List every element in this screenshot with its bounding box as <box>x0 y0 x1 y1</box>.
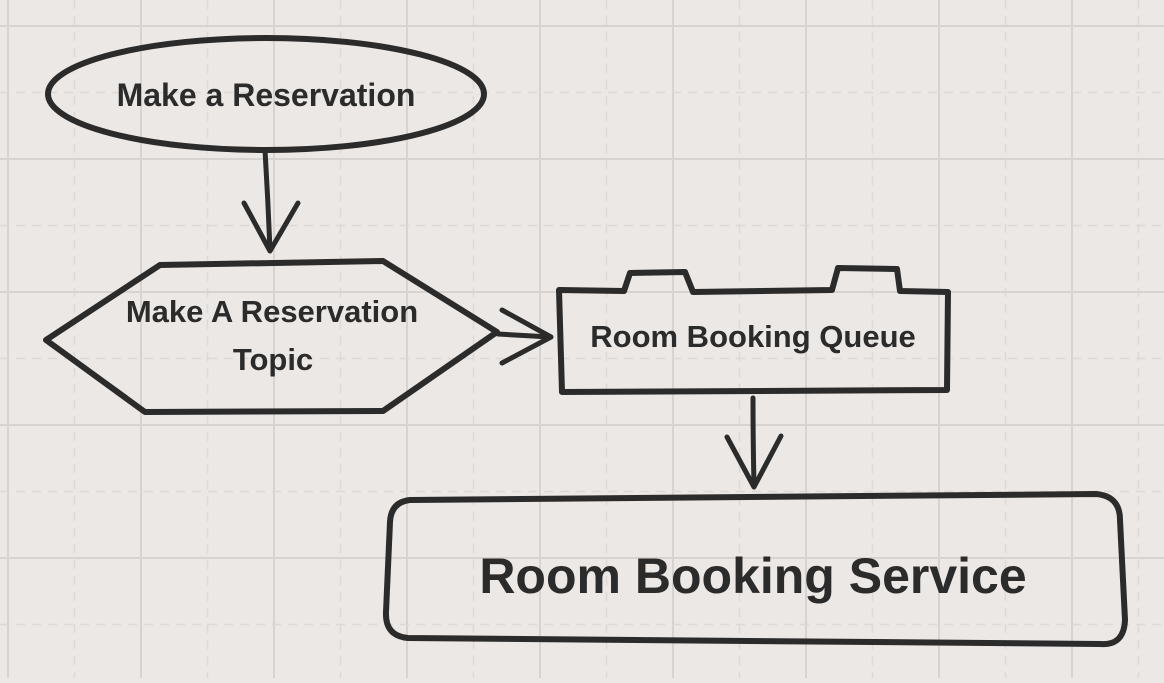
edge-queue-to-service <box>724 395 784 490</box>
edge-line <box>495 331 553 340</box>
queue-shape <box>556 265 951 395</box>
node-queue[interactable]: Room Booking Queue <box>556 265 951 395</box>
service-shape <box>382 491 1128 648</box>
queue-label: Room Booking Queue <box>590 319 916 354</box>
topic-label-line-2: Topic <box>233 342 313 377</box>
node-service[interactable]: Room Booking Service <box>382 491 1128 648</box>
edge-topic-to-queue <box>495 307 554 366</box>
event-label: Make a Reservation <box>117 77 416 113</box>
node-event[interactable]: Make a Reservation <box>45 35 487 153</box>
edge-event-to-topic <box>241 147 301 254</box>
arrowhead-icon <box>499 307 554 366</box>
service-label: Room Booking Service <box>479 548 1026 604</box>
topic-label-line-1: Make A Reservation <box>126 294 418 329</box>
arrowhead-icon <box>241 200 301 254</box>
node-topic[interactable]: Make A Reservation Topic <box>43 258 500 415</box>
topic-hexagon-shape <box>43 258 500 415</box>
edge-line <box>262 147 273 253</box>
arrowhead-icon <box>724 433 784 490</box>
edge-line <box>750 395 757 489</box>
